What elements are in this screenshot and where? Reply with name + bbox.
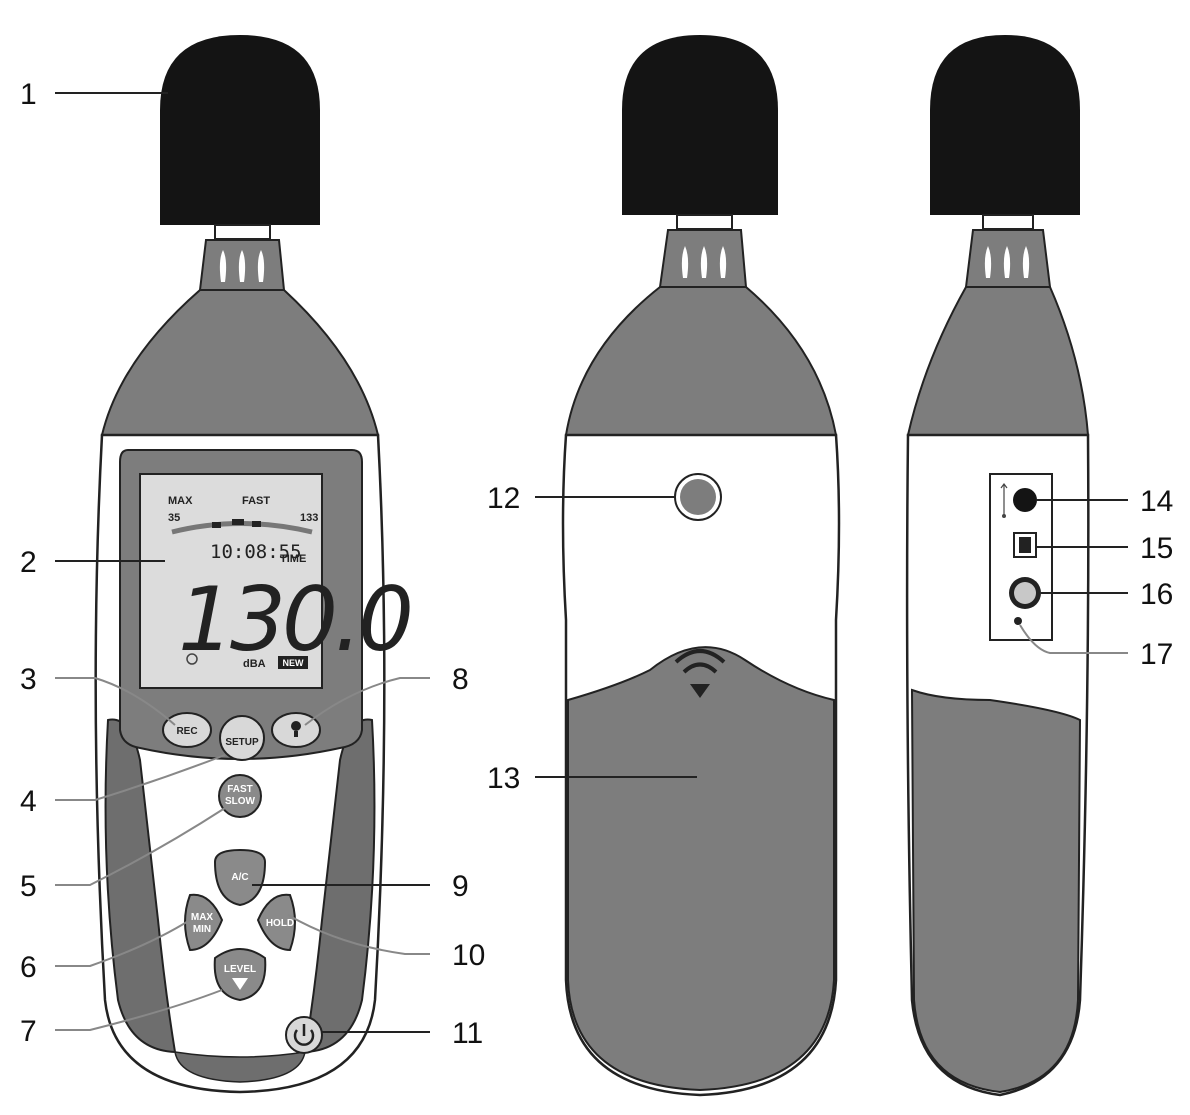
callout-2: 2	[20, 546, 37, 579]
front-grip-left	[104, 718, 177, 1054]
callout-15: 15	[1140, 532, 1173, 565]
down-arrow-icon	[232, 978, 248, 990]
callout-13: 13	[487, 762, 520, 795]
back-windscreen	[622, 35, 778, 215]
lcd-new-badge: NEW	[283, 658, 305, 668]
front-upper-housing	[100, 289, 380, 436]
callout-14: 14	[1140, 485, 1173, 518]
level-button-label: LEVEL	[224, 964, 256, 975]
callout-1: 1	[20, 78, 37, 111]
callout-9: 9	[452, 870, 469, 903]
fast-button-label: FAST	[227, 784, 253, 795]
setup-button-label: SETUP	[225, 737, 259, 748]
power-icon	[293, 1024, 315, 1046]
lcd-time-label: TIME	[280, 553, 306, 565]
usb-icon	[1000, 483, 1008, 518]
level-button[interactable]: LEVEL	[213, 948, 267, 1002]
callout-4: 4	[20, 785, 37, 818]
callout-12: 12	[487, 482, 520, 515]
callout-11: 11	[452, 1017, 483, 1050]
callout-line-3	[55, 677, 176, 726]
lcd-reading: 130.0	[178, 568, 410, 671]
setup-button[interactable]: SETUP	[219, 715, 265, 761]
tripod-mount	[674, 473, 722, 521]
side-view	[905, 35, 1090, 1097]
callout-line-17	[1019, 624, 1128, 654]
callout-5: 5	[20, 870, 37, 903]
lcd-max-label: MAX	[168, 495, 193, 507]
slow-button-label: SLOW	[225, 796, 256, 807]
dc-power-jack	[1009, 577, 1041, 609]
front-neck	[214, 224, 271, 240]
hold-button-label: HOLD	[266, 918, 294, 929]
wireless-icon	[674, 649, 726, 698]
calibration-hole	[1014, 617, 1022, 625]
callout-line-7	[55, 989, 223, 1031]
callout-line-5	[55, 807, 226, 886]
callout-line-6	[55, 919, 191, 967]
max-button-label: MAX	[191, 912, 214, 923]
rec-button-label: REC	[176, 726, 197, 737]
hold-button[interactable]: HOLD	[256, 893, 296, 952]
ac-button[interactable]: A/C	[213, 848, 267, 907]
fast-slow-button[interactable]: FAST SLOW	[218, 774, 262, 818]
callout-7: 7	[20, 1015, 37, 1048]
rec-button[interactable]: REC	[162, 712, 212, 748]
side-upper-housing	[906, 286, 1090, 436]
battery-cover	[567, 646, 835, 1092]
lcd-display: MAX FAST 35 133 10:08:55 TIME 130.0 dBA …	[139, 473, 414, 689]
lcd-scale-high: 133	[300, 512, 318, 524]
callout-line-4	[55, 754, 226, 801]
callout-10: 10	[452, 939, 485, 972]
front-view: MAX FAST 35 133 10:08:55 TIME 130.0 dBA …	[94, 35, 414, 1094]
lightbulb-icon	[291, 721, 301, 737]
callout-3: 3	[20, 663, 37, 696]
callout-8: 8	[452, 663, 469, 696]
back-upper-housing	[564, 286, 838, 436]
back-view	[561, 35, 841, 1097]
lcd-unit: dBA	[243, 658, 266, 670]
connector-panel	[989, 473, 1053, 641]
lcd-time-value: 10:08:55	[210, 541, 302, 563]
lcd-scale-low: 35	[168, 512, 180, 524]
callout-lines	[55, 92, 1128, 1033]
front-grip-bottom	[174, 1051, 306, 1083]
audio-jack	[1013, 488, 1037, 512]
ac-button-label: A/C	[231, 872, 248, 883]
callout-line-8	[304, 677, 430, 726]
power-button[interactable]	[285, 1016, 323, 1054]
side-windscreen	[930, 35, 1080, 215]
front-windscreen	[160, 35, 320, 225]
callout-17: 17	[1140, 638, 1173, 671]
side-grip	[910, 688, 1082, 1094]
side-neck	[982, 214, 1034, 230]
clock-icon	[186, 653, 198, 665]
back-neck	[676, 214, 733, 230]
callout-16: 16	[1140, 578, 1173, 611]
callout-6: 6	[20, 951, 37, 984]
callout-line-10	[287, 914, 430, 955]
usb-port	[1013, 532, 1037, 558]
lcd-fast-label: FAST	[242, 495, 270, 507]
min-button-label: MIN	[193, 924, 211, 935]
callout-labels: 1 2 3 4 5 6 7 8 9 10 11 12 13 14 15 16 1…	[20, 78, 1173, 1050]
